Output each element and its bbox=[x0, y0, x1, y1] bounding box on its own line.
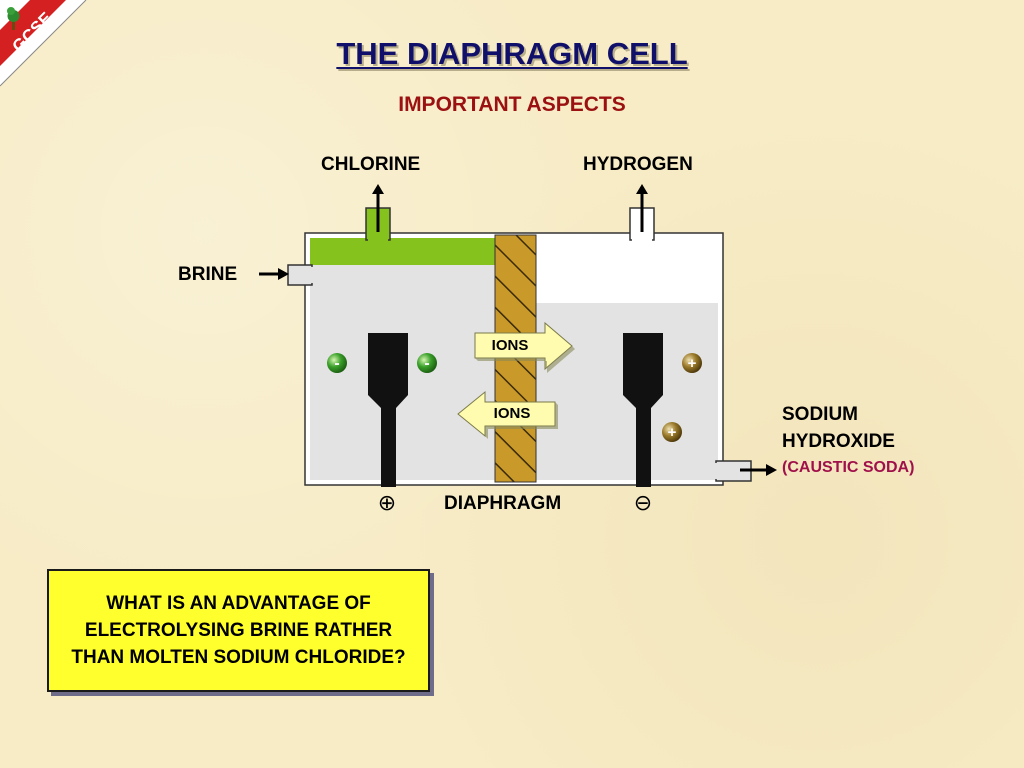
tree-icon bbox=[7, 7, 20, 30]
brine-label: BRINE bbox=[178, 264, 238, 285]
gcse-badge: GCSE bbox=[0, 0, 87, 87]
hydrogen-label: HYDROGEN bbox=[583, 154, 693, 175]
anode-symbol: ⊕ bbox=[378, 491, 396, 516]
negative-ion: - bbox=[417, 353, 437, 373]
cathode-electrode bbox=[623, 333, 663, 487]
positive-ion: + bbox=[662, 422, 682, 442]
cathode-gas-space bbox=[536, 238, 718, 303]
diaphragm-cell: - - + + IONS IONS bbox=[287, 207, 752, 487]
svg-text:+: + bbox=[668, 424, 677, 441]
negative-ion: - bbox=[327, 353, 347, 373]
ions-left-label: IONS bbox=[494, 405, 531, 422]
hydroxide-label: HYDROXIDE bbox=[782, 431, 895, 452]
chlorine-out-arrow bbox=[372, 184, 384, 232]
svg-text:+: + bbox=[688, 355, 697, 372]
ions-arrow-right: IONS bbox=[474, 321, 575, 373]
ions-right-label: IONS bbox=[492, 337, 529, 354]
chlorine-gas-layer bbox=[310, 238, 495, 265]
question-text: WHAT IS AN ADVANTAGE OF ELECTROLYSING BR… bbox=[71, 593, 406, 668]
sodium-label: SODIUM bbox=[782, 404, 858, 425]
chlorine-label: CHLORINE bbox=[321, 154, 421, 175]
ions-arrow-left: IONS bbox=[457, 390, 558, 439]
hydrogen-out-arrow bbox=[636, 184, 648, 232]
svg-text:-: - bbox=[424, 355, 429, 372]
page-title: THE DIAPHRAGM CELL bbox=[336, 36, 688, 71]
diaphragm-label: DIAPHRAGM bbox=[444, 493, 562, 514]
caustic-soda-label: (CAUSTIC SODA) bbox=[782, 459, 915, 476]
cathode-symbol: ⊖ bbox=[634, 491, 652, 516]
page-subtitle: IMPORTANT ASPECTS bbox=[398, 93, 626, 116]
question-box: WHAT IS AN ADVANTAGE OF ELECTROLYSING BR… bbox=[47, 569, 430, 692]
positive-ion: + bbox=[682, 353, 702, 373]
caustic-out-arrow bbox=[740, 464, 777, 476]
brine-in-arrow bbox=[259, 268, 289, 280]
anode-electrode bbox=[368, 333, 408, 487]
svg-text:-: - bbox=[334, 355, 339, 372]
